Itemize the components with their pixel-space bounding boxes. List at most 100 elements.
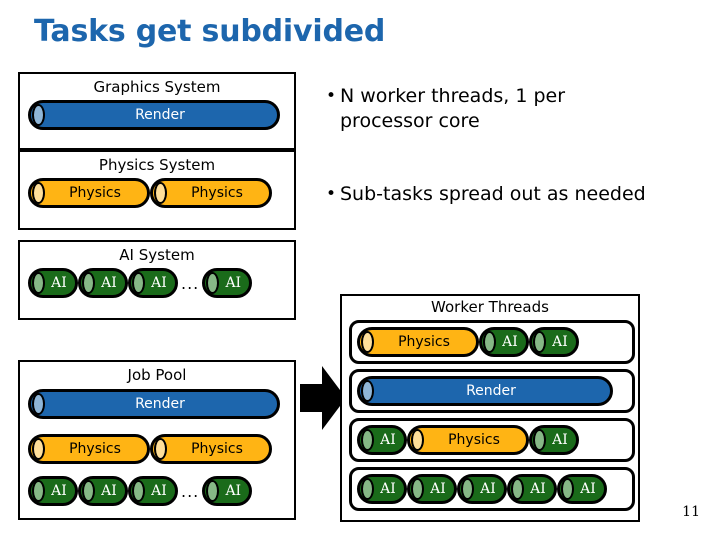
- task-pill-label: AI: [51, 275, 67, 291]
- task-pill-render[interactable]: Render: [28, 389, 280, 419]
- worker-threads-label: Worker Threads: [431, 298, 549, 316]
- cylinder-cap-icon: [82, 480, 95, 502]
- task-pill-label: Render: [135, 396, 185, 412]
- task-pill-ai[interactable]: AI: [557, 474, 607, 504]
- cylinder-cap-icon: [206, 272, 220, 294]
- cylinder-cap-icon: [154, 438, 167, 460]
- task-pill-label: Physics: [398, 334, 450, 350]
- task-pill-ai[interactable]: AI: [407, 474, 457, 504]
- cylinder-cap-icon: [32, 393, 45, 415]
- task-pill-ai[interactable]: AI: [28, 268, 78, 298]
- cylinder-cap-icon: [132, 480, 145, 502]
- bullet-item: • Sub-tasks spread out as needed: [326, 182, 656, 207]
- physics-system-task-row: Physics Physics: [28, 178, 272, 208]
- task-pill-ai[interactable]: AI: [202, 268, 253, 298]
- cylinder-cap-icon: [32, 480, 45, 502]
- task-pill-ai[interactable]: AI: [357, 474, 407, 504]
- task-pill-label: Render: [466, 383, 516, 399]
- task-pill-physics[interactable]: Physics: [407, 425, 529, 455]
- task-pill-physics[interactable]: Physics: [357, 327, 479, 357]
- bullet-marker: •: [326, 184, 337, 204]
- worker-thread-row: Render: [349, 369, 635, 413]
- task-pill-physics[interactable]: Physics: [150, 434, 272, 464]
- ai-system-box: AI System AI AI AI... AI: [18, 240, 296, 320]
- task-pill-label: Physics: [191, 441, 243, 457]
- graphics-system-label: Graphics System: [93, 78, 221, 96]
- cylinder-cap-icon: [132, 272, 145, 294]
- cylinder-cap-icon: [361, 380, 374, 402]
- task-pill-ai[interactable]: AI: [28, 476, 78, 506]
- task-pill-ai[interactable]: AI: [78, 268, 128, 298]
- task-pill-label: AI: [580, 481, 596, 497]
- cylinder-cap-icon: [461, 478, 474, 500]
- task-pill-label: Physics: [448, 432, 500, 448]
- ai-system-label: AI System: [119, 246, 195, 264]
- cylinder-cap-icon: [206, 480, 220, 502]
- task-pill-ai[interactable]: AI: [78, 476, 128, 506]
- bullet-text: Sub-tasks spread out as needed: [340, 183, 646, 205]
- bullet-list: • N worker threads, 1 per processor core…: [326, 84, 656, 207]
- task-pill-ai[interactable]: AI: [457, 474, 507, 504]
- cylinder-cap-icon: [561, 478, 574, 500]
- cylinder-cap-icon: [32, 182, 45, 204]
- task-pill-render[interactable]: Render: [357, 376, 613, 406]
- page-title: Tasks get subdivided: [34, 14, 386, 49]
- cylinder-cap-icon: [361, 478, 374, 500]
- task-pill-ai[interactable]: AI: [529, 425, 579, 455]
- task-pill-label: AI: [552, 432, 568, 448]
- task-pill-ai[interactable]: AI: [529, 327, 579, 357]
- task-pill-ai[interactable]: AI: [507, 474, 557, 504]
- cylinder-cap-icon: [533, 429, 546, 451]
- task-pill-physics[interactable]: Physics: [28, 178, 150, 208]
- worker-thread-row: AI AI AI AI AI: [349, 467, 635, 511]
- task-pill-label: Physics: [191, 185, 243, 201]
- physics-system-box: Physics System Physics Physics: [18, 150, 296, 230]
- task-pill-label: Physics: [69, 185, 121, 201]
- task-pill-ai[interactable]: AI: [357, 425, 407, 455]
- task-pill-ai[interactable]: AI: [479, 327, 529, 357]
- ai-system-task-row: AI AI AI... AI: [28, 268, 253, 298]
- task-pill-ai[interactable]: AI: [202, 476, 253, 506]
- job-pool-label: Job Pool: [127, 366, 187, 384]
- task-pill-label: AI: [502, 334, 518, 350]
- task-pill-label: AI: [552, 334, 568, 350]
- task-pill-render[interactable]: Render: [28, 100, 280, 130]
- bullet-marker: •: [326, 86, 337, 106]
- task-pill-label: AI: [430, 481, 446, 497]
- task-pill-physics[interactable]: Physics: [150, 178, 272, 208]
- bullet-item: • N worker threads, 1 per processor core: [326, 84, 656, 134]
- task-pill-label: AI: [101, 483, 117, 499]
- task-pill-physics[interactable]: Physics: [28, 434, 150, 464]
- task-pill-label: Render: [135, 107, 185, 123]
- flow-arrow-icon: [300, 366, 346, 430]
- cylinder-cap-icon: [411, 429, 424, 451]
- cylinder-cap-icon: [411, 478, 424, 500]
- ellipsis-label: ...: [181, 481, 200, 501]
- physics-system-label: Physics System: [98, 156, 216, 174]
- cylinder-cap-icon: [361, 331, 374, 353]
- bullet-text: N worker threads, 1 per processor core: [340, 85, 566, 132]
- cylinder-cap-icon: [511, 478, 524, 500]
- ellipsis-label: ...: [181, 273, 200, 293]
- cylinder-cap-icon: [361, 429, 374, 451]
- task-pill-ai[interactable]: AI: [128, 476, 178, 506]
- cylinder-cap-icon: [32, 272, 45, 294]
- task-pill-label: AI: [225, 483, 242, 499]
- task-pill-label: AI: [380, 481, 396, 497]
- graphics-system-task-row: Render: [28, 100, 280, 130]
- cylinder-cap-icon: [82, 272, 95, 294]
- cylinder-cap-icon: [32, 104, 45, 126]
- task-pill-label: AI: [225, 275, 242, 291]
- cylinder-cap-icon: [32, 438, 45, 460]
- cylinder-cap-icon: [154, 182, 167, 204]
- task-pill-ai[interactable]: AI: [128, 268, 178, 298]
- cylinder-cap-icon: [533, 331, 546, 353]
- job-pool-row-render: Render: [28, 389, 280, 419]
- task-pill-label: AI: [51, 483, 67, 499]
- task-pill-label: AI: [101, 275, 117, 291]
- task-pill-label: AI: [151, 275, 167, 291]
- task-pill-label: AI: [530, 481, 546, 497]
- worker-thread-row: Physics AI AI: [349, 320, 635, 364]
